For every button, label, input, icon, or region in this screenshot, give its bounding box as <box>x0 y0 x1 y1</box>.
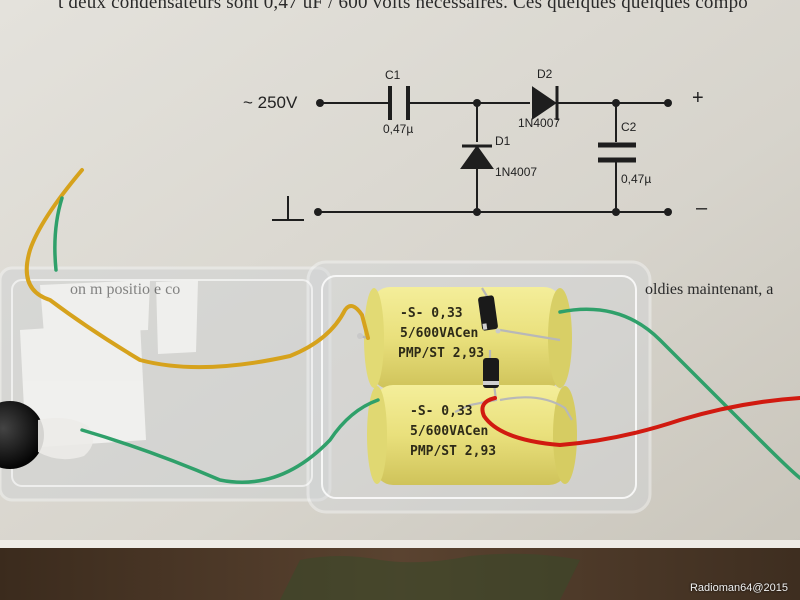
schematic-d1-name: D1 <box>495 134 511 148</box>
paper-bottom-edge <box>0 540 800 548</box>
schematic-plus-terminal: + <box>692 87 704 109</box>
schematic-nodes <box>314 99 672 216</box>
paper-mid-text-right: oldies maintenant, a <box>645 281 774 298</box>
black-knob <box>0 401 44 469</box>
paper-mid-text-left: on m positio e co <box>70 281 181 298</box>
capacitor-bottom <box>367 385 577 485</box>
schematic-d2-name: D2 <box>537 67 553 81</box>
wires <box>24 168 800 484</box>
capacitor-top-line1: -S- 0,33 <box>400 306 463 321</box>
schematic-c2-value: 0,47µ <box>621 172 652 186</box>
schematic-input-label: ~ 250V <box>243 93 298 112</box>
schematic-diagram <box>272 86 668 221</box>
wire-green-right <box>558 307 800 480</box>
photo-watermark: Radioman64@2015 <box>689 582 788 594</box>
capacitor-bottom-line2: 5/600VACen <box>410 424 489 439</box>
capacitor-bottom-line3: PMP/ST 2,93 <box>410 444 497 459</box>
paper-top-text: t deux condensateurs sont 0,47 uF / 600 … <box>58 0 749 13</box>
schematic-d1-part: 1N4007 <box>495 165 538 179</box>
schematic-minus-terminal: – <box>696 197 708 219</box>
capacitor-top <box>364 287 572 389</box>
capacitor-top-line2: 5/600VACen <box>400 326 479 341</box>
wire-green-bottom <box>80 398 380 484</box>
paper-sheet <box>0 0 800 548</box>
lead-tips <box>357 328 501 339</box>
schematic-c1-value: 0,47µ <box>383 122 414 136</box>
schematic-d2-part: 1N4007 <box>518 116 561 130</box>
knob-fluff <box>38 418 94 460</box>
wire-green-left <box>53 196 64 272</box>
diodes <box>478 295 499 388</box>
capacitor-top-line3: PMP/ST 2,93 <box>398 346 485 361</box>
schematic-c2-name: C2 <box>621 120 637 134</box>
tape-pieces <box>20 280 198 448</box>
wire-red <box>480 396 800 448</box>
table-debris <box>280 553 580 600</box>
wire-yellow <box>24 168 370 370</box>
schematic-c1-name: C1 <box>385 68 401 82</box>
capacitor-bottom-line1: -S- 0,33 <box>410 404 473 419</box>
